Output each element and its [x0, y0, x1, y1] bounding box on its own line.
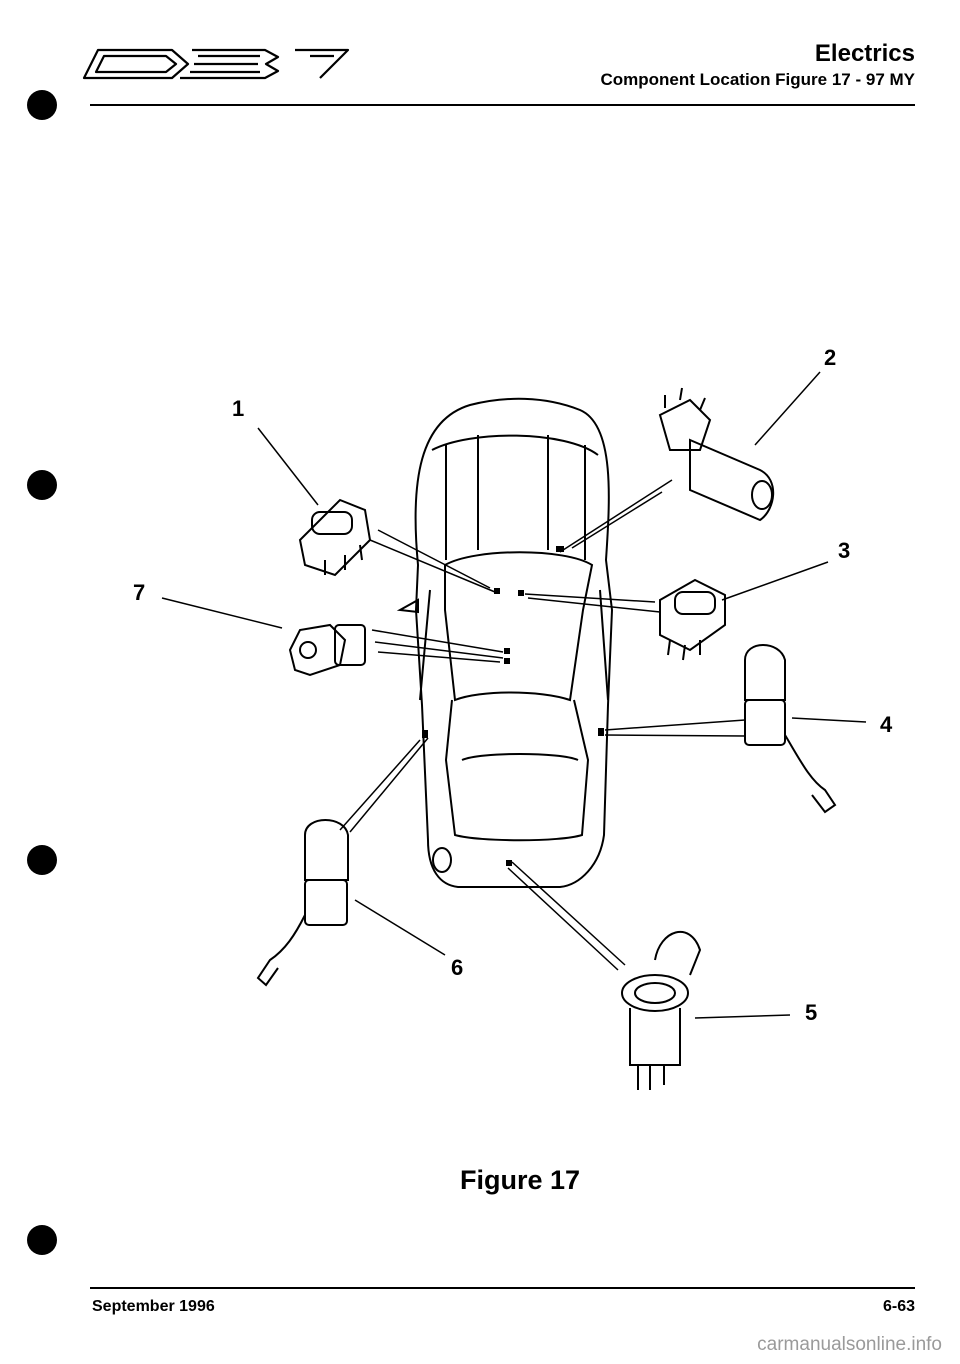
footer-rule	[90, 1287, 915, 1289]
callout-4: 4	[880, 712, 893, 737]
callout-1: 1	[232, 396, 245, 421]
actuator-part-6	[256, 819, 349, 987]
motor-part-2	[658, 387, 775, 522]
switch-part-7	[288, 623, 366, 677]
header-rule	[90, 104, 915, 106]
callout-2: 2	[824, 345, 837, 370]
punch-hole-3	[27, 845, 57, 875]
punch-hole-1	[27, 90, 57, 120]
watermark: carmanualsonline.info	[757, 1334, 942, 1355]
callout-5: 5	[805, 1000, 818, 1025]
callout-6: 6	[451, 955, 464, 980]
section-title: Electrics	[814, 40, 915, 67]
socket-part-5	[621, 930, 702, 1090]
section-subtitle: Component Location Figure 17 - 97 MY	[600, 70, 915, 89]
punch-hole-4	[27, 1225, 57, 1255]
switch-part-3	[659, 578, 726, 661]
car-top-view	[396, 397, 614, 888]
attachment-points	[422, 546, 604, 866]
footer-page-number: 6-63	[882, 1298, 915, 1315]
leader-lines	[161, 371, 867, 1019]
switch-part-1	[298, 498, 372, 577]
punch-hole-2	[27, 470, 57, 500]
db7-logo	[82, 48, 350, 80]
actuator-part-4	[744, 644, 837, 814]
footer-date: September 1996	[92, 1298, 215, 1315]
callout-7: 7	[133, 580, 146, 605]
callout-3: 3	[838, 538, 851, 563]
figure-caption: Figure 17	[459, 1165, 581, 1195]
